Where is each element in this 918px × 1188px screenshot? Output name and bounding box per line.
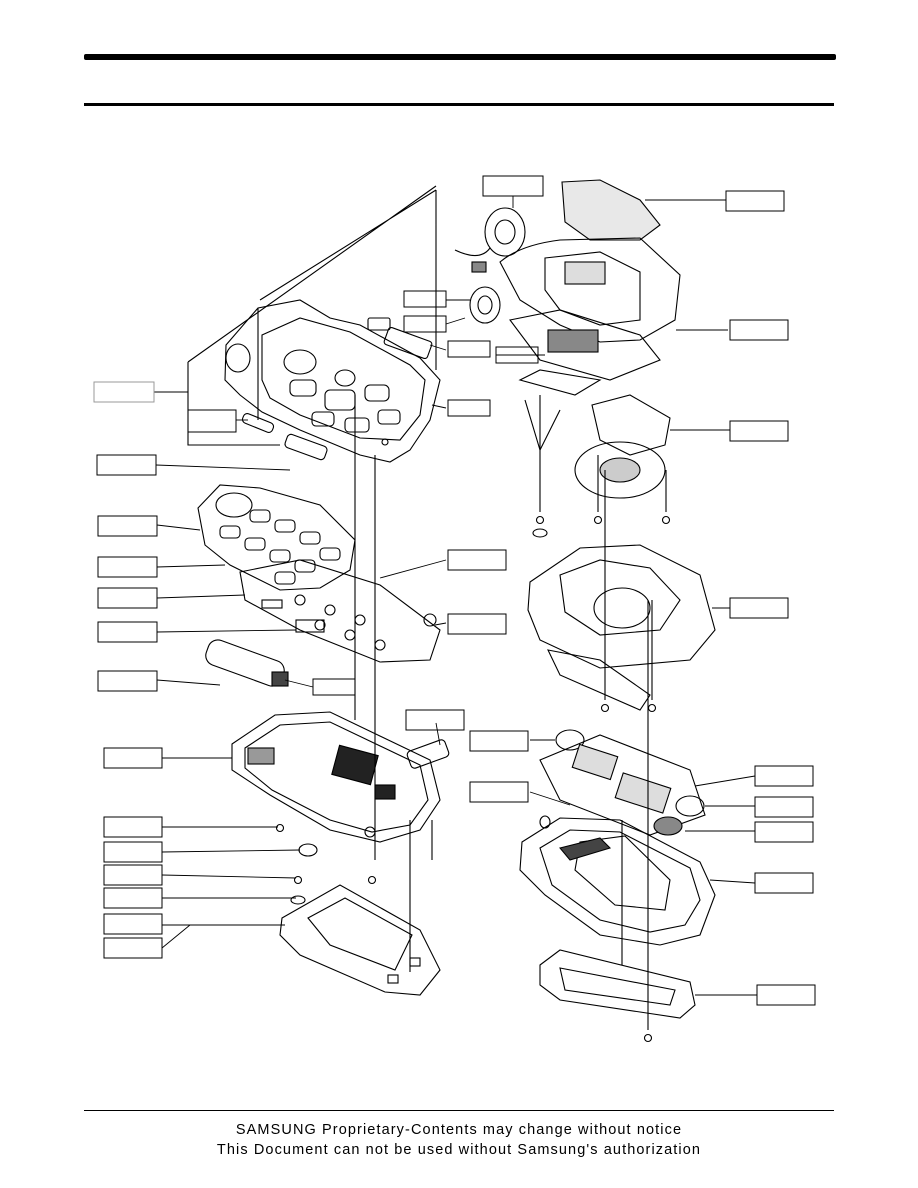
folder-window-part <box>539 949 696 1019</box>
folder-rear-case <box>519 815 716 946</box>
folder-lcd-module <box>509 309 661 396</box>
footer-authorization-notice: This Document can not be used without Sa… <box>216 1142 702 1158</box>
footer-proprietary-notice: SAMSUNG Proprietary-Contents may change … <box>235 1122 683 1138</box>
main-lcd-module <box>539 729 706 836</box>
antenna-part <box>205 639 289 687</box>
rear-case-part <box>231 711 441 843</box>
header-rule-thick <box>84 54 836 60</box>
front-cover-part <box>224 299 441 463</box>
folder-cover-part <box>527 544 716 711</box>
lcd-window-part <box>561 179 661 241</box>
folder-upper-part <box>499 237 681 343</box>
hinge-part <box>454 207 526 324</box>
header-rule-thin <box>84 103 834 106</box>
footer-rule <box>84 1110 834 1111</box>
keypad-rubber-part <box>197 484 356 591</box>
dome-sheet-part <box>239 559 441 663</box>
